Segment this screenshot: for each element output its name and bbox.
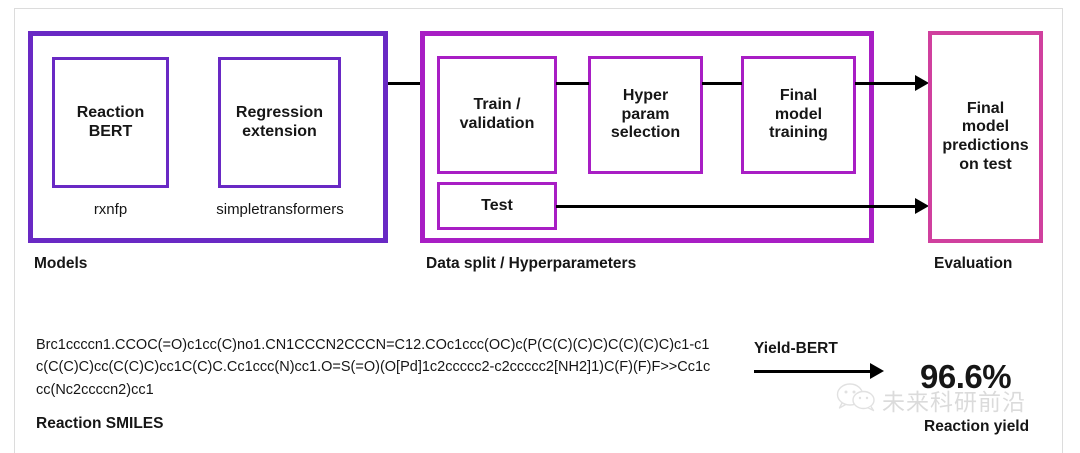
page-frame-top xyxy=(14,8,1063,9)
page-frame-right xyxy=(1062,8,1063,453)
arrowhead-top-evaluation xyxy=(915,75,929,91)
reaction-yield-label: Reaction yield xyxy=(924,418,1030,435)
group-label-data-split: Data split / Hyperparameters xyxy=(426,255,637,272)
connector-models-to-trainval xyxy=(388,82,438,85)
arrowhead-yield-bert xyxy=(870,363,884,379)
connector-test-to-evaluation xyxy=(556,205,917,208)
group-label-evaluation: Evaluation xyxy=(934,255,1013,272)
reaction-yield-value: 96.6% xyxy=(920,358,1012,395)
connector-finaltraining-to-evaluation xyxy=(855,82,917,85)
arrowhead-bottom-evaluation xyxy=(915,198,929,214)
page-frame-left xyxy=(14,8,15,453)
group-label-models: Models xyxy=(34,255,88,272)
caption-rxnfp: rxnfp xyxy=(93,201,128,218)
node-train-validation: Train /validation xyxy=(437,56,557,174)
connector-trainval-to-hyperparam xyxy=(556,82,589,85)
reaction-smiles-text: Brc1ccccn1.CCOC(=O)c1cc(C)no1.CN1CCCN2CC… xyxy=(36,337,711,398)
caption-simpletransformers: simpletransformers xyxy=(216,201,344,218)
wechat-icon xyxy=(836,382,876,417)
connector-hyperparam-to-finaltraining xyxy=(702,82,742,85)
node-test: Test xyxy=(437,182,557,230)
yield-bert-arrow-label: Yield-BERT xyxy=(754,340,838,357)
connector-yield-bert-arrow xyxy=(754,370,872,373)
reaction-smiles-label: Reaction SMILES xyxy=(36,415,164,432)
